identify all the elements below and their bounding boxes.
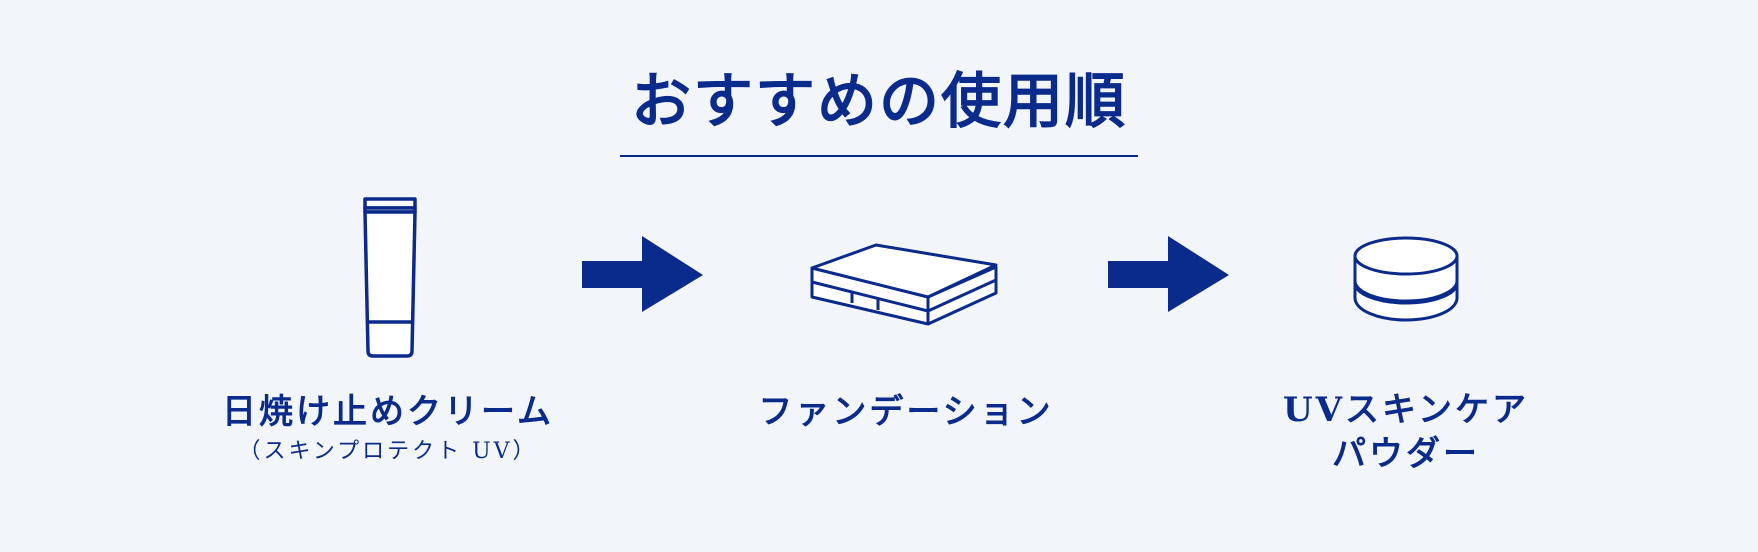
page-title: おすすめの使用順 (631, 67, 1127, 137)
tube-icon (363, 197, 417, 358)
step-name: 日焼け止めクリーム (222, 392, 554, 432)
step-label-sunscreen: 日焼け止めクリーム （スキンプロテクト UV） (178, 390, 598, 468)
compact-case-icon (810, 243, 998, 326)
step-label-powder: UVスキンケア パウダー (1196, 388, 1616, 476)
arrow-right-icon (1108, 236, 1229, 312)
step-name: ファンデーション (758, 392, 1054, 432)
title-underline (620, 155, 1138, 157)
step-label-foundation: ファンデーション (696, 390, 1116, 434)
step-subtitle: （スキンプロテクト UV） (238, 439, 538, 464)
step-name-line1: UVスキンケア (1282, 390, 1529, 430)
arrow-right-icon (582, 236, 703, 312)
powder-jar-icon (1353, 236, 1459, 322)
step-name-line2: パウダー (1332, 434, 1480, 474)
